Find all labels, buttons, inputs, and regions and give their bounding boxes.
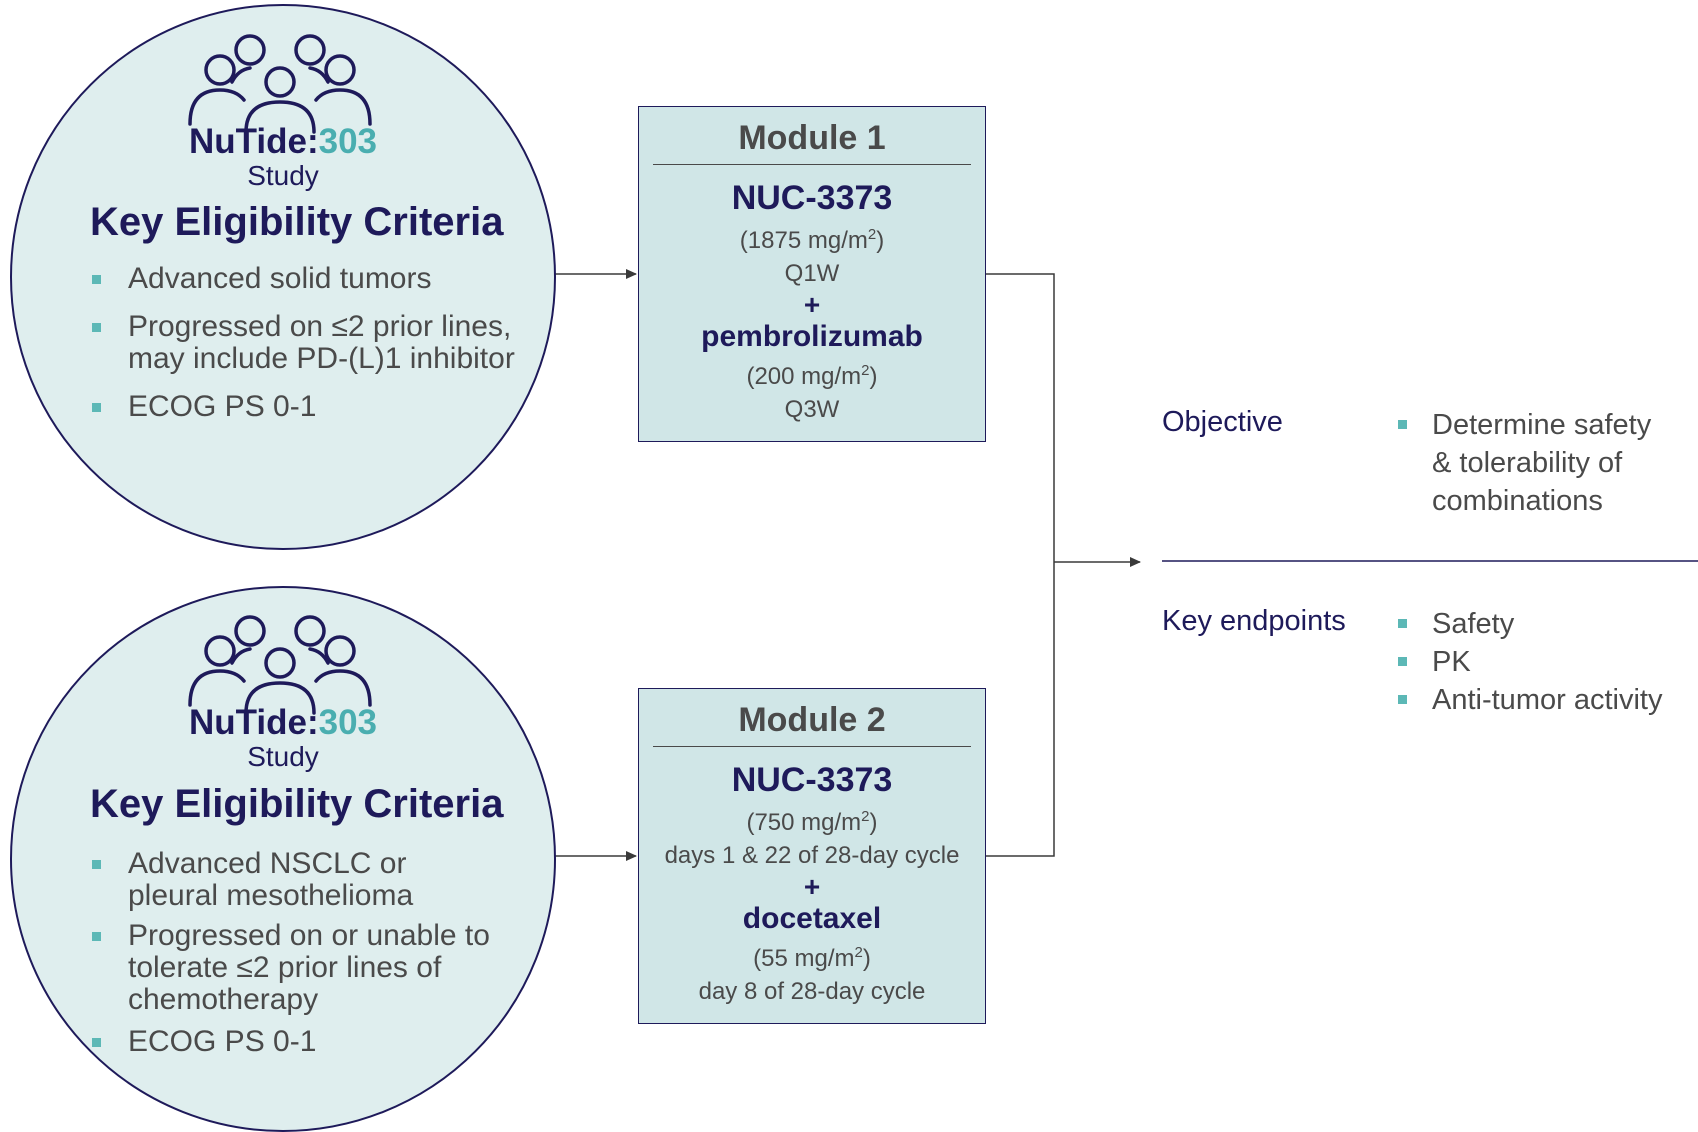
module-divider — [653, 746, 971, 747]
list-item: ECOG PS 0-1 — [90, 391, 530, 423]
people-group-icon — [188, 615, 372, 715]
plus-sign: + — [803, 289, 821, 320]
endpoints-label: Key endpoints — [1162, 605, 1346, 637]
drug-name: pembrolizumab — [701, 320, 923, 353]
list-item: ECOG PS 0-1 — [90, 1026, 530, 1058]
brand-number: 303 — [318, 703, 378, 742]
list-item: Advanced solid tumors — [90, 263, 530, 295]
bullet-square-icon — [92, 932, 101, 941]
module-title: Module 2 — [738, 701, 886, 739]
module2-box: Module 2 NUC-3373 (750 mg/m2) days 1 & 2… — [638, 688, 986, 1024]
drug-name: NUC-3373 — [731, 179, 893, 217]
bullet-square-icon — [92, 275, 101, 284]
list-item: Advanced NSCLC or pleural mesothelioma — [90, 848, 530, 912]
brand-prefix: NuTide: — [188, 122, 319, 161]
brand-prefix: NuTide: — [188, 703, 319, 742]
endpoints-list: Safety PK Anti-tumor activity — [1396, 605, 1696, 719]
list-item: Safety — [1396, 605, 1696, 643]
module-title: Module 1 — [738, 119, 886, 157]
drug-dose: (1875 mg/m2) — [739, 226, 885, 254]
drug-dose: (55 mg/m2) — [753, 944, 871, 972]
brand-number: 303 — [318, 122, 378, 161]
study-label: Study — [247, 741, 319, 772]
cohort1-criteria-list: Advanced solid tumors Progressed on ≤2 p… — [90, 263, 530, 439]
objective-label: Objective — [1162, 406, 1283, 438]
bullet-square-icon — [1398, 619, 1407, 628]
criteria-title: Key Eligibility Criteria — [90, 782, 504, 826]
drug-schedule: Q3W — [784, 396, 840, 423]
list-item: Anti-tumor activity — [1396, 681, 1696, 719]
module1-connector — [986, 273, 1055, 857]
criteria-title: Key Eligibility Criteria — [90, 200, 504, 244]
bullet-square-icon — [1398, 420, 1407, 429]
drug-schedule: Q1W — [784, 260, 840, 287]
list-item: Progressed on ≤2 prior lines, may includ… — [90, 311, 530, 375]
bullet-square-icon — [1398, 695, 1407, 704]
study-label: Study — [247, 160, 319, 191]
module-divider — [653, 164, 971, 165]
study-brand: NuTide:303 — [103, 122, 463, 162]
list-item: PK — [1396, 643, 1696, 681]
bullet-square-icon — [92, 403, 101, 412]
plus-sign: + — [803, 871, 821, 902]
list-item: Determine safety & tolerability of combi… — [1396, 406, 1696, 520]
drug-schedule: days 1 & 22 of 28-day cycle — [664, 842, 960, 869]
objective-list: Determine safety & tolerability of combi… — [1396, 406, 1696, 520]
bullet-square-icon — [92, 1038, 101, 1047]
bullet-square-icon — [92, 323, 101, 332]
bullet-square-icon — [1398, 657, 1407, 666]
drug-name: NUC-3373 — [731, 761, 893, 799]
study-brand: NuTide:303 — [103, 703, 463, 743]
module1-box: Module 1 NUC-3373 (1875 mg/m2) Q1W + pem… — [638, 106, 986, 442]
drug-dose: (200 mg/m2) — [746, 362, 878, 390]
drug-dose: (750 mg/m2) — [746, 808, 878, 836]
bullet-square-icon — [92, 860, 101, 869]
list-item: Progressed on or unable to tolerate ≤2 p… — [90, 920, 530, 1016]
people-group-icon — [188, 34, 372, 134]
cohort2-circle — [10, 586, 556, 1132]
drug-name: docetaxel — [742, 902, 882, 935]
cohort2-criteria-list: Advanced NSCLC or pleural mesothelioma P… — [90, 848, 530, 1074]
drug-schedule: day 8 of 28-day cycle — [698, 978, 926, 1005]
